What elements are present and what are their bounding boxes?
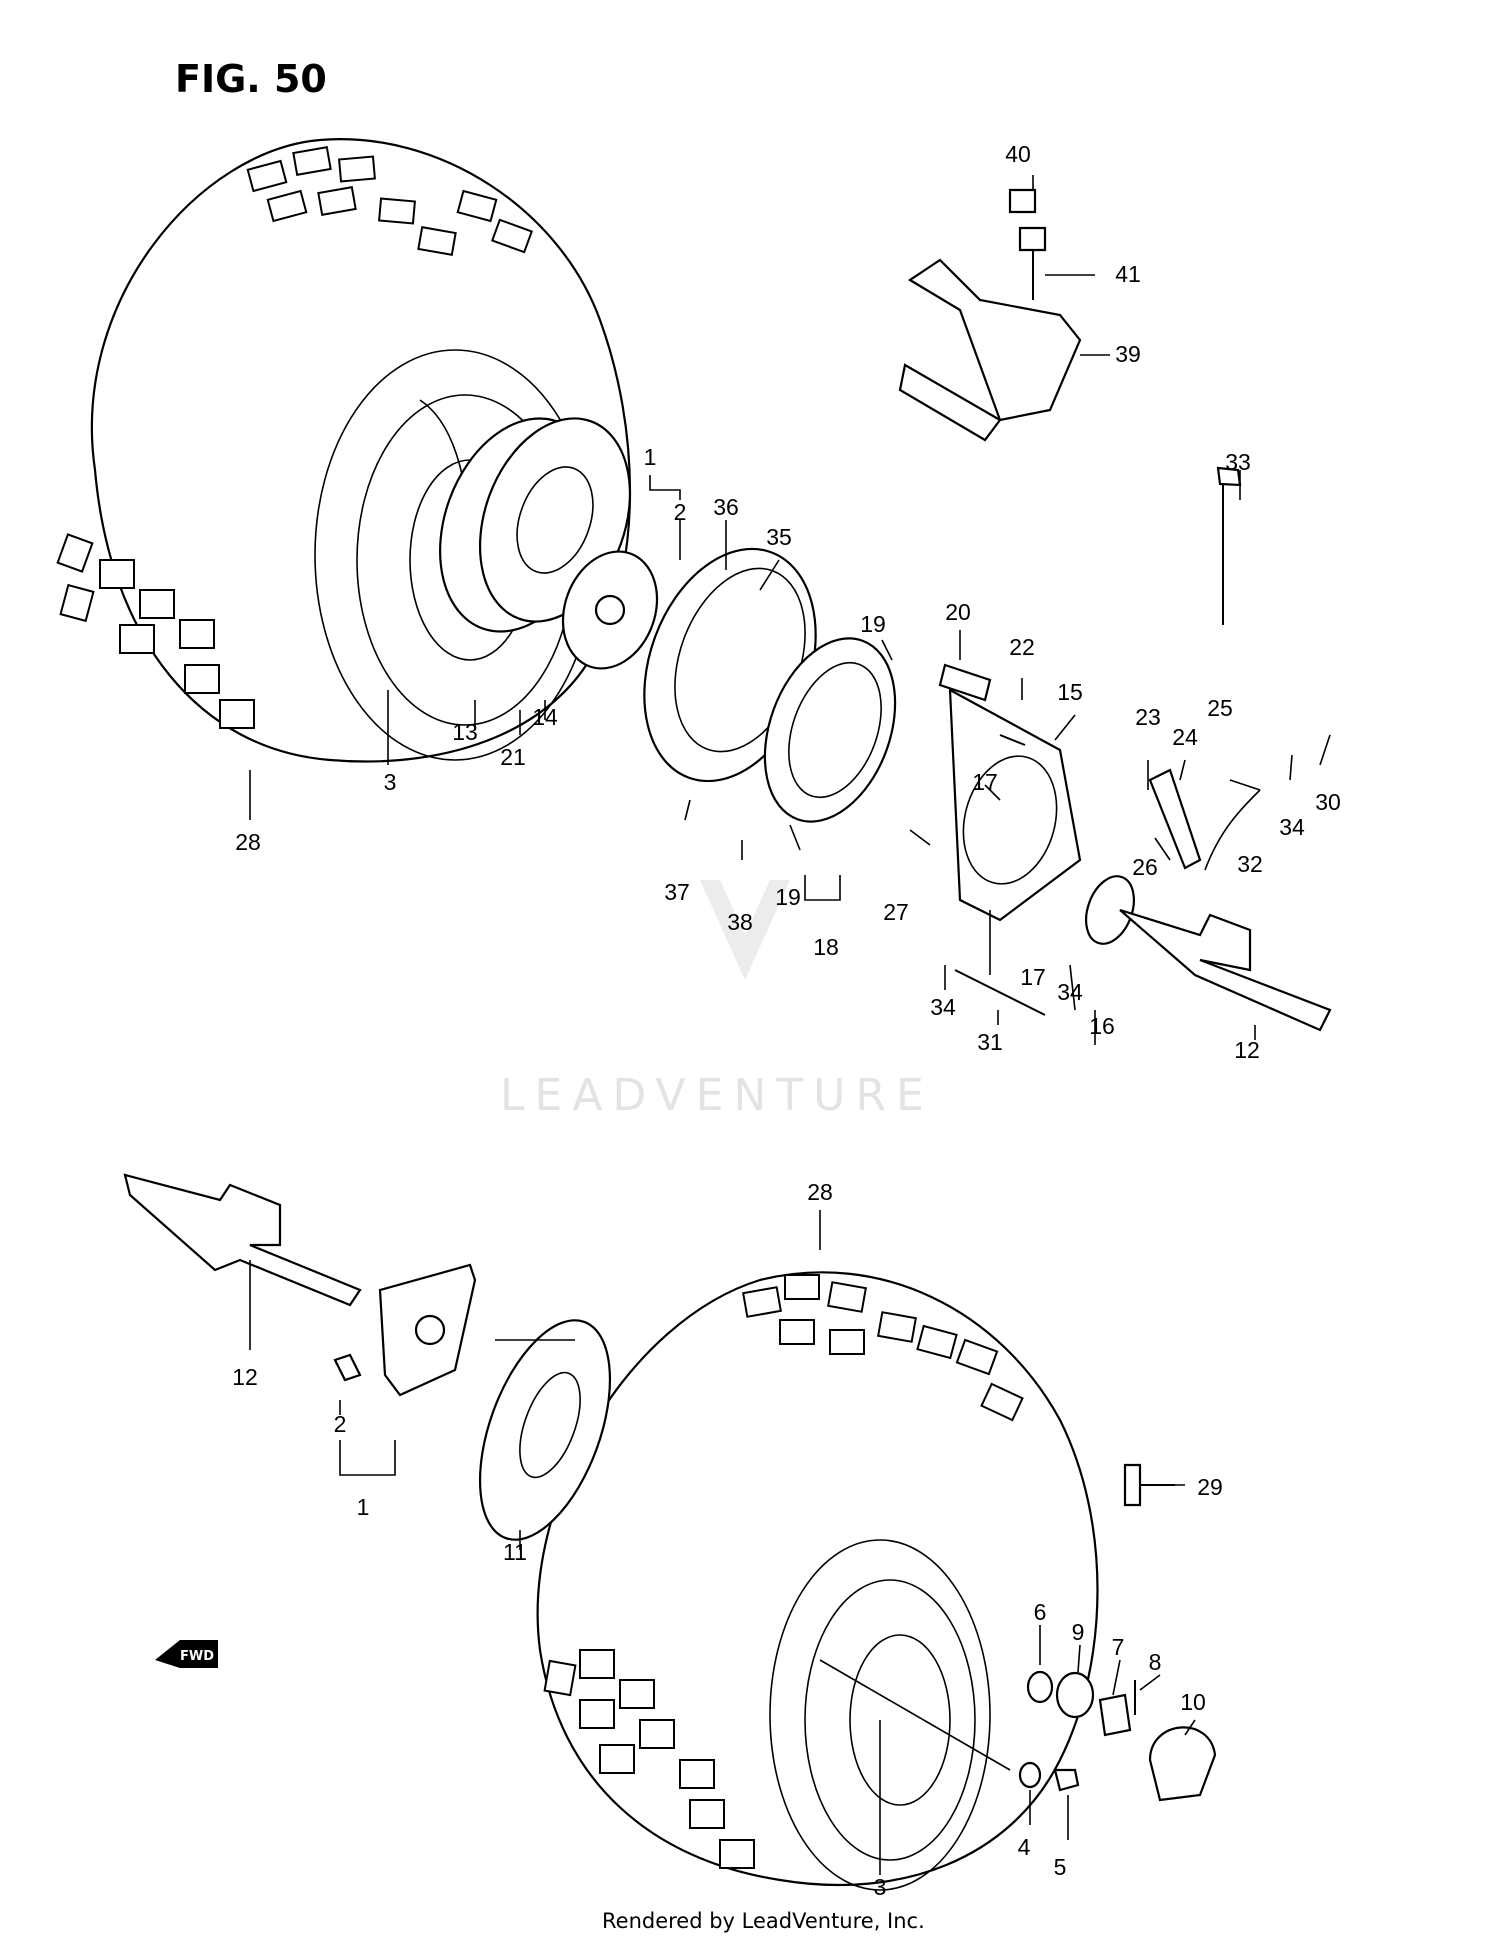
callout-22: 22 [1009,634,1035,660]
callout-2b: 2 [334,1411,347,1437]
callout-39: 39 [1115,341,1141,367]
callout-36: 36 [713,494,739,520]
hub-assembly-upper [439,417,1332,1032]
callout-34b: 34 [930,994,956,1020]
leader-lines-upper [249,175,1331,1045]
callout-10: 10 [1180,1689,1206,1715]
callout-34a: 34 [1279,814,1305,840]
callout-12b: 12 [232,1364,258,1390]
callout-16: 16 [1089,1013,1115,1039]
callout-31: 31 [977,1029,1003,1055]
callout-21: 21 [500,744,526,770]
bracket-39 [898,188,1082,442]
callout-1b: 1 [357,1494,370,1520]
callout-7: 7 [1112,1634,1125,1660]
callout-34c: 34 [1057,979,1083,1005]
callout-12a: 12 [1234,1037,1260,1063]
tire-tread-upper [56,146,534,729]
callout-28b: 28 [807,1179,833,1205]
callout-41: 41 [1115,261,1141,287]
callout-30: 30 [1315,789,1341,815]
callout-6: 6 [1034,1599,1047,1625]
watermark-text: LEADVENTURE [500,1070,934,1121]
callout-27: 27 [883,899,909,925]
callout-24: 24 [1172,724,1198,750]
callout-9: 9 [1072,1619,1085,1645]
callout-20: 20 [945,599,971,625]
callout-33: 33 [1225,449,1251,475]
callout-28a: 28 [235,829,261,855]
callout-13: 13 [452,719,478,745]
callout-18: 18 [813,934,839,960]
tire-tread-lower [543,1274,1024,1869]
callout-2: 2 [674,499,687,525]
callout-23: 23 [1135,704,1161,730]
fwd-arrow-icon: FWD [155,1640,218,1668]
callout-29: 29 [1197,1474,1223,1500]
callout-4: 4 [1018,1834,1031,1860]
watermark-logo [700,880,790,980]
callout-38: 38 [727,909,753,935]
callout-25: 25 [1207,695,1233,721]
callout-3a: 3 [384,769,397,795]
callout-3b: 3 [874,1874,887,1900]
figure-title: FIG. 50 [175,57,327,101]
callout-37: 37 [664,879,690,905]
callout-1: 1 [644,444,657,470]
fwd-label: FWD [180,1649,214,1664]
callout-35: 35 [766,524,792,550]
callout-19a: 19 [860,611,886,637]
callout-19b: 19 [775,884,801,910]
callout-14: 14 [532,704,558,730]
callout-40: 40 [1005,141,1031,167]
callout-17a: 17 [972,769,998,795]
leader-lines-lower [249,1210,1196,1875]
callout-15: 15 [1057,679,1083,705]
callout-32: 32 [1237,851,1263,877]
callout-5: 5 [1054,1854,1067,1880]
callout-17b: 17 [1020,964,1046,990]
hub-assembly-lower [123,1173,1217,1802]
callout-8: 8 [1149,1649,1162,1675]
watermark: LEADVENTURE [500,880,934,1121]
callout-11: 11 [503,1539,527,1565]
footer-credit: Rendered by LeadVenture, Inc. [602,1909,925,1933]
left-front-tire [536,1271,1099,1891]
callout-26: 26 [1132,854,1158,880]
